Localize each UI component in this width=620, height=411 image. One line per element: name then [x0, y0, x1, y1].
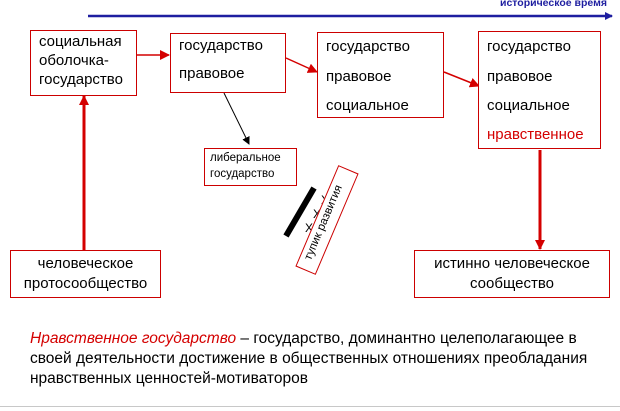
box-line: социальное	[487, 97, 570, 114]
bottom-divider	[0, 406, 620, 407]
dead-end-mark: X	[305, 221, 313, 235]
box-line-highlight: нравственное	[487, 126, 584, 143]
box-line: социальное	[326, 97, 409, 114]
box-line: правовое	[326, 68, 392, 85]
definition-paragraph: Нравственное государство – государство, …	[30, 329, 615, 389]
box-line: либеральное	[210, 152, 281, 164]
box-line: человеческое	[37, 255, 134, 272]
box-line: государство	[179, 37, 263, 54]
box-line: истинно человеческое	[434, 255, 590, 272]
box-line: оболочка-	[39, 52, 109, 69]
arrow-legal-to-liberal	[223, 92, 250, 145]
box-line: протосообщество	[23, 275, 148, 292]
arrow-social-to-moral	[443, 71, 480, 88]
box-human-protocommunity: человеческое протосообщество	[10, 250, 161, 298]
box-legal-state: государство правовое	[170, 33, 286, 93]
box-line: сообщество	[470, 275, 554, 292]
box-line: государство	[39, 71, 123, 88]
box-line: правовое	[179, 65, 245, 82]
box-true-human-community: истинно человеческое сообщество	[414, 250, 610, 298]
box-social-shell: социальная оболочка- государство	[30, 30, 137, 96]
definition-text: – государство, доминантно целеполагающее…	[30, 330, 588, 387]
box-moral-state: государство правовое социальное нравстве…	[478, 31, 601, 149]
box-legal-social-state: государство правовое социальное	[317, 32, 444, 118]
box-line: правовое	[487, 68, 553, 85]
arrow-legal-to-social	[285, 57, 318, 73]
box-line: государство	[487, 38, 571, 55]
definition-term: Нравственное государство	[30, 330, 237, 347]
timeline-label: историческое время	[500, 0, 607, 9]
box-line: социальная	[39, 33, 122, 50]
box-line: государство	[326, 38, 410, 55]
box-liberal-state: либеральное государство	[204, 148, 297, 186]
box-line: государство	[210, 168, 275, 180]
